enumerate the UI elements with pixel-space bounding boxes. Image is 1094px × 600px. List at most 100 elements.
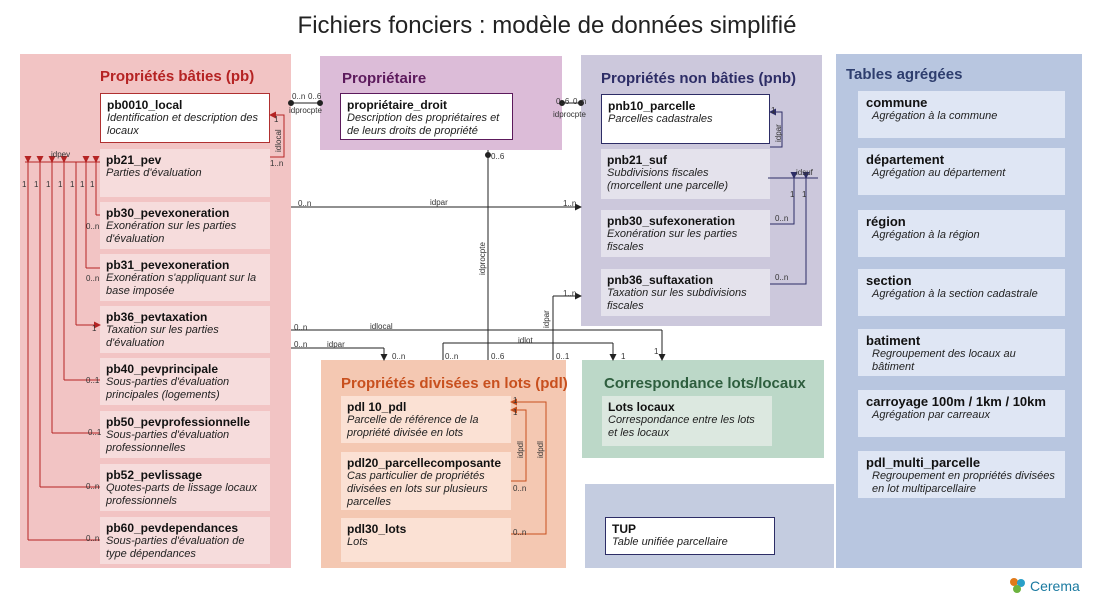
table-name: pdl 10_pdl [347, 400, 407, 414]
agg-batiment[interactable]: batiment Regroupement des locaux au bâti… [858, 329, 1065, 376]
agg-panel-title: Tables agrégées [846, 66, 963, 83]
table-pb60-pevdependances[interactable]: pb60_pevdependances Sous-parties d'évalu… [100, 517, 270, 564]
table-desc: Taxation sur les parties d'évaluation [106, 324, 219, 349]
table-desc: Agrégation à la section cadastrale [872, 288, 1038, 300]
cerema-logo-icon [1010, 578, 1025, 593]
label-idlot: idlot [518, 336, 533, 345]
table-desc: Parcelle de référence de la propriété di… [347, 414, 479, 439]
table-desc: Agrégation à la région [872, 229, 980, 241]
page-title: Fichiers fonciers : modèle de données si… [297, 12, 797, 39]
table-proprietaire-droit[interactable]: propriétaire_droit Description des propr… [340, 93, 513, 140]
pnb-panel-title: Propriétés non bâties (pnb) [601, 70, 797, 87]
table-name: pnb21_suf [607, 153, 668, 167]
table-pb31-pevexoneration[interactable]: pb31_pevexoneration Exonération s'appliq… [100, 254, 270, 301]
card-0n: 0..n [573, 97, 587, 106]
table-pb30-pevexoneration[interactable]: pb30_pevexoneration Exonération sur les … [100, 202, 270, 249]
table-pnb10-parcelle[interactable]: pnb10_parcelle Parcelles cadastrales [601, 94, 770, 144]
table-name: commune [866, 95, 928, 110]
label-idpar: idpar [430, 198, 448, 207]
table-pb0010-local[interactable]: pb0010_local Identification et descripti… [100, 93, 270, 143]
card-01: 0..1 [86, 376, 100, 385]
card-0n: 0..n [294, 323, 308, 332]
pb-panel-title: Propriétés bâties (pb) [100, 68, 255, 85]
table-pdl30-lots[interactable]: pdl30_lots Lots [341, 518, 511, 562]
table-pnb36-suftaxation[interactable]: pnb36_suftaxation Taxation sur les subdi… [601, 269, 770, 316]
table-name: pnb36_suftaxation [607, 273, 714, 287]
table-pb50-pevprofessionnelle[interactable]: pb50_pevprofessionnelle Sous-parties d'é… [100, 411, 270, 458]
table-pb21-pev[interactable]: pb21_pev Parties d'évaluation [100, 149, 270, 197]
table-desc: Quotes-parts de lissage locaux professio… [106, 482, 258, 507]
card-1: 1 [22, 180, 27, 189]
agg-region[interactable]: région Agrégation à la région [858, 210, 1065, 257]
table-desc: Taxation sur les subdivisions fiscales [607, 287, 747, 312]
card-0n: 0..n [775, 273, 789, 282]
card-0n: 0..n [86, 274, 100, 283]
label-idpar-vertical: idpar [542, 310, 551, 328]
label-idprocpte: idprocpte [289, 106, 322, 115]
card-0n: 0..n [298, 199, 312, 208]
table-name: propriétaire_droit [347, 98, 448, 112]
table-desc: Lots [347, 536, 368, 548]
table-name: pb30_pevexoneration [106, 206, 230, 220]
agg-carroyage[interactable]: carroyage 100m / 1km / 10km Agrégation p… [858, 390, 1065, 437]
agg-pdl-multi-parcelle[interactable]: pdl_multi_parcelle Regroupement en propr… [858, 451, 1065, 498]
card-1: 1 [46, 180, 51, 189]
card-1: 1 [274, 115, 279, 124]
table-pnb30-sufexoneration[interactable]: pnb30_sufexoneration Exonération sur les… [601, 210, 770, 257]
table-pdl10-pdl[interactable]: pdl 10_pdl Parcelle de référence de la p… [341, 396, 511, 443]
table-name: carroyage 100m / 1km / 10km [866, 394, 1046, 409]
table-desc: Cas particulier de propriétés divisées e… [347, 470, 488, 508]
table-name: pnb30_sufexoneration [607, 214, 736, 228]
table-pnb21-suf[interactable]: pnb21_suf Subdivisions fiscales (morcell… [601, 149, 770, 199]
card-1: 1 [802, 190, 807, 199]
table-pb52-pevlissage[interactable]: pb52_pevlissage Quotes-parts de lissage … [100, 464, 270, 511]
card-06: 0..6 [556, 97, 570, 106]
agg-section[interactable]: section Agrégation à la section cadastra… [858, 269, 1065, 316]
card-0n: 0..n [445, 352, 459, 361]
table-name: pb40_pevprincipale [106, 362, 219, 376]
table-lots-locaux[interactable]: Lots locaux Correspondance entre les lot… [602, 396, 772, 446]
table-desc: Exonération sur les parties fiscales [607, 228, 738, 253]
table-tup[interactable]: TUP Table unifiée parcellaire [605, 517, 775, 555]
card-0n: 0..n [86, 534, 100, 543]
table-desc: Agrégation à la commune [872, 110, 998, 122]
table-name: TUP [612, 522, 636, 536]
table-desc: Correspondance entre les lots et les loc… [608, 414, 755, 439]
agg-departement[interactable]: département Agrégation au département [858, 148, 1065, 195]
table-pdl20-parcellecomposante[interactable]: pdl20_parcellecomposante Cas particulier… [341, 452, 511, 510]
table-name: pb60_pevdependances [106, 521, 239, 535]
label-idpdl-vertical: idpdl [516, 441, 525, 458]
proprietaire-panel-title: Propriétaire [342, 70, 427, 87]
card-1: 1 [92, 324, 97, 333]
card-1: 1 [771, 106, 776, 115]
card-1: 1 [621, 352, 626, 361]
card-0n: 0..n [86, 482, 100, 491]
table-name: Lots locaux [608, 400, 675, 414]
table-desc: Parcelles cadastrales [608, 113, 713, 125]
table-name: section [866, 273, 912, 288]
table-desc: Regroupement en propriétés divisées en l… [872, 470, 1055, 495]
card-0n: 0..n [392, 352, 406, 361]
agg-commune[interactable]: commune Agrégation à la commune [858, 91, 1065, 138]
table-desc: Regroupement des locaux au bâtiment [872, 348, 1016, 373]
card-06: 0..6 [491, 352, 505, 361]
card-01: 0..1 [556, 352, 570, 361]
table-name: pb36_pevtaxation [106, 310, 208, 324]
card-1: 1 [80, 180, 85, 189]
card-1: 1 [90, 180, 95, 189]
table-pb40-pevprincipale[interactable]: pb40_pevprincipale Sous-parties d'évalua… [100, 358, 270, 405]
label-idpdl-vertical: idpdl [536, 441, 545, 458]
table-desc: Exonération s'appliquant sur la base imp… [106, 272, 257, 297]
table-name: département [866, 152, 945, 167]
table-name: pb0010_local [107, 98, 183, 112]
label-idlocal: idlocal [370, 322, 393, 331]
table-name: pb21_pev [106, 153, 162, 167]
card-1: 1 [513, 396, 518, 405]
card-06: 0..6 [308, 92, 322, 101]
label-idpar-vertical: idpar [774, 124, 783, 142]
table-pb36-pevtaxation[interactable]: pb36_pevtaxation Taxation sur les partie… [100, 306, 270, 353]
table-desc: Subdivisions fiscales (morcellent une pa… [607, 167, 729, 192]
card-1: 1 [70, 180, 75, 189]
card-1n: 1..n [270, 159, 284, 168]
